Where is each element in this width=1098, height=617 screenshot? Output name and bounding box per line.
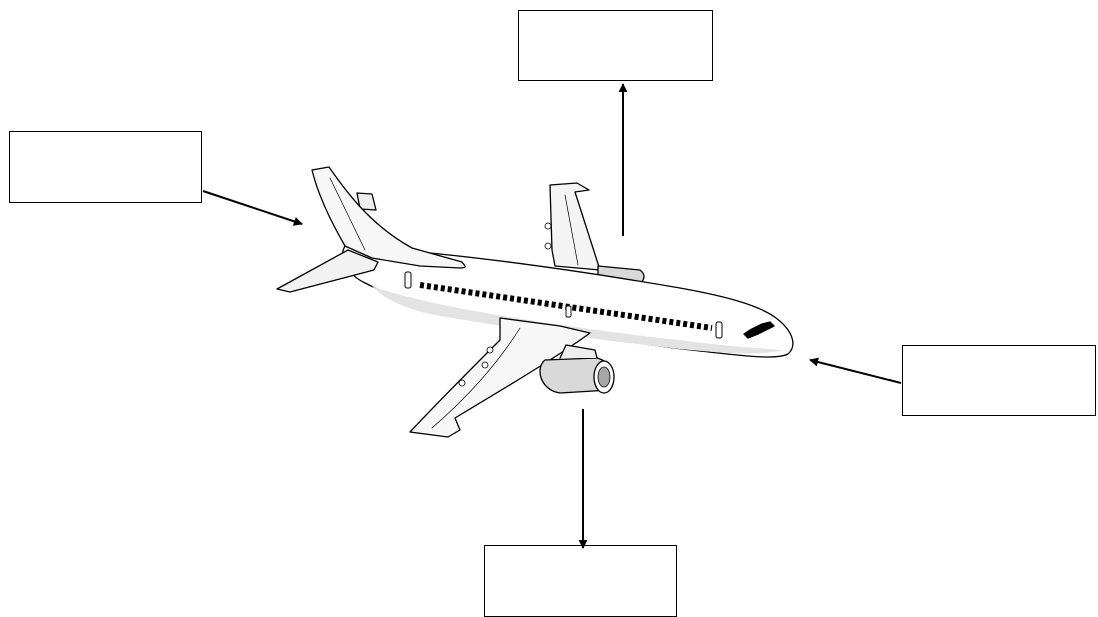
vertical-tail xyxy=(311,166,466,269)
front-door xyxy=(715,321,723,339)
label-box-left xyxy=(9,131,202,203)
label-box-bottom xyxy=(484,545,677,617)
label-box-top xyxy=(518,10,713,81)
arrow-from-right-box xyxy=(809,357,902,384)
airplane-icon xyxy=(276,166,794,438)
arrow-from-left-box xyxy=(202,190,303,226)
label-box-right xyxy=(902,345,1096,416)
rear-door xyxy=(404,271,412,289)
far-wing xyxy=(549,182,601,271)
cockpit-windows xyxy=(743,321,775,339)
horizontal-stabilizer xyxy=(276,249,379,293)
